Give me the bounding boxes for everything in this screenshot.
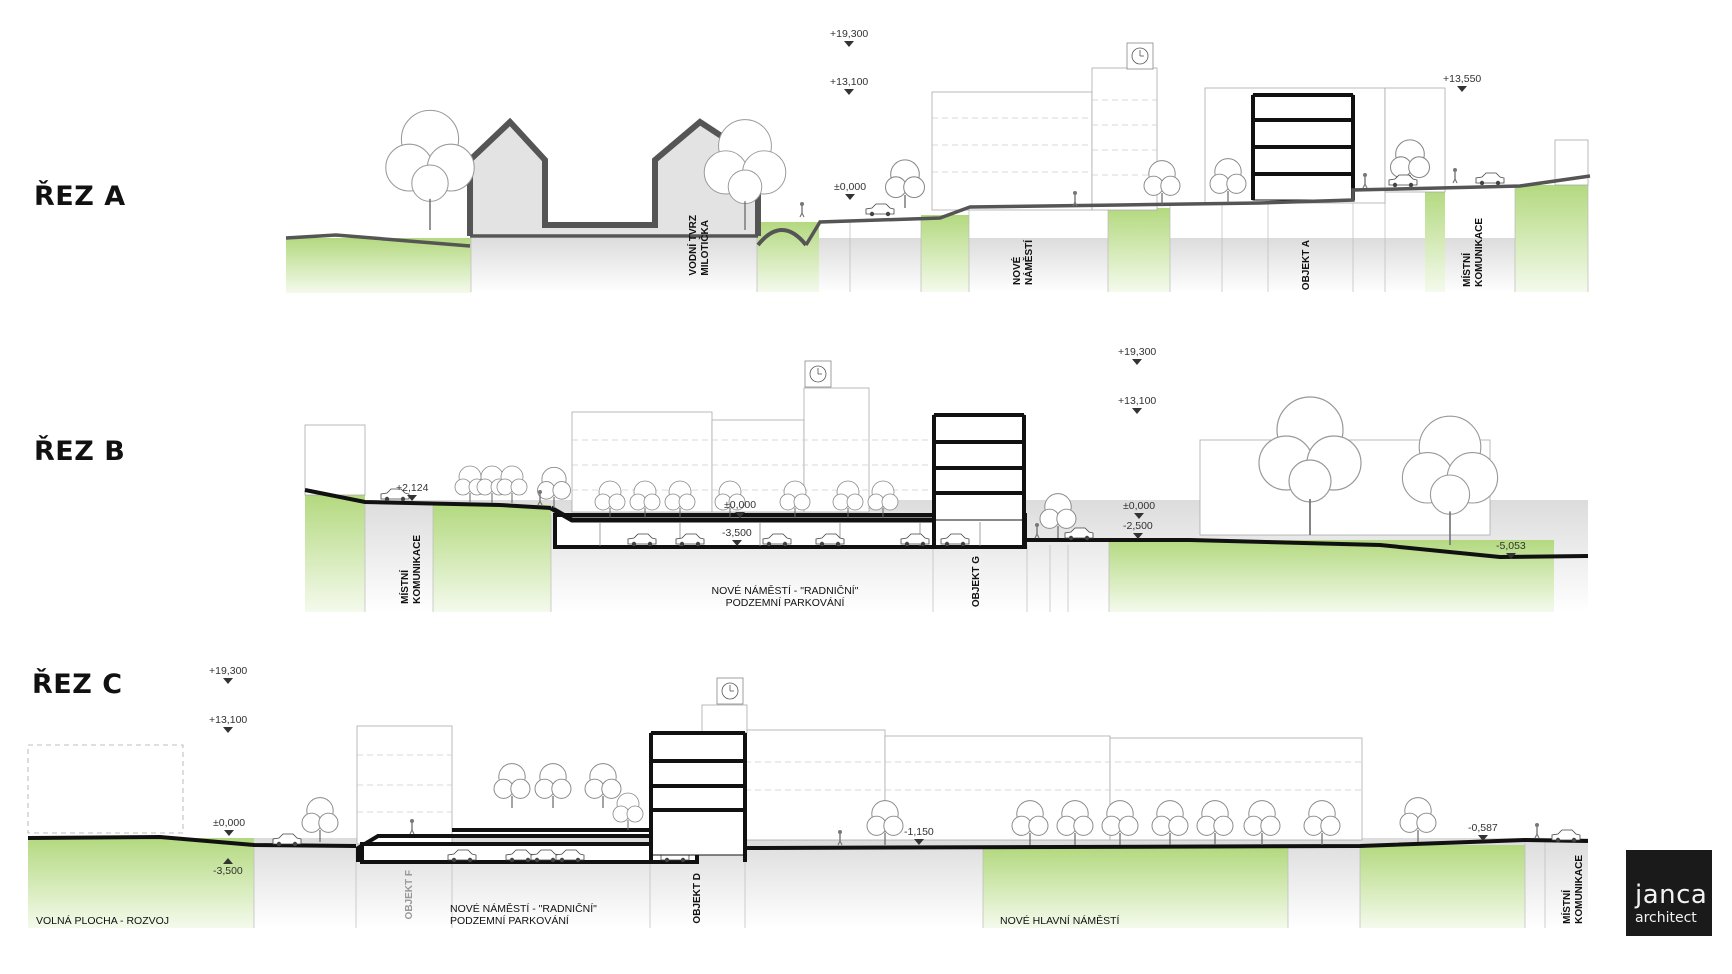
logo-line-1: janca: [1635, 880, 1708, 910]
elevation-marker: +19,300: [830, 28, 868, 47]
elevation-marker: +2,124: [396, 482, 428, 501]
elevation-marker: ±0,000: [834, 181, 866, 200]
logo-line-2: architect: [1635, 910, 1697, 926]
section-a-title: ŘEZ A: [34, 181, 126, 212]
label-mistni-komunikace: MÍSTNÍ KOMUNIKACE: [1462, 218, 1485, 287]
elevation-marker: +13,100: [209, 714, 247, 733]
elevation-marker: +13,100: [1118, 395, 1156, 414]
label-objekt-g: OBJEKT G: [971, 556, 982, 608]
section-b-title: ŘEZ B: [34, 436, 126, 467]
label-volna-plocha: VOLNÁ PLOCHA - ROZVOJ: [36, 915, 170, 927]
elevation-marker: -1,150: [904, 826, 934, 845]
label-mistni-komunikace: MÍSTNÍ KOMUNIKACE: [1562, 855, 1585, 924]
section-b-drawing: [304, 360, 1589, 612]
label-objekt-a: OBJEKT A: [1301, 240, 1312, 291]
elevation-marker: ±0,000: [724, 499, 756, 518]
elevation-marker: -2,500: [1123, 520, 1153, 539]
elevation-marker: +13,550: [1443, 73, 1481, 92]
janca-architect-logo: janca architect: [1626, 850, 1712, 936]
elevation-marker: +19,300: [209, 665, 247, 684]
label-podzemni-parkovani: NOVÉ NÁMĚSTÍ - "RADNIČNÍ" PODZEMNÍ PARKO…: [450, 903, 597, 927]
label-vodni-tvrz: VODNÍ TVRZ MILOTIČKA: [688, 215, 711, 276]
section-c-drawing: [27, 677, 1589, 928]
elevation-marker: -3,500: [722, 527, 752, 546]
section-c-title: ŘEZ C: [32, 669, 123, 700]
section-a-drawing: [285, 42, 1591, 293]
elevation-marker: -5,053: [1496, 540, 1526, 559]
elevation-marker: ±0,000: [213, 817, 245, 836]
elevation-marker: +13,100: [830, 76, 868, 95]
elevation-marker: -0,587: [1468, 822, 1498, 841]
label-podzemni-parkovani: NOVÉ NÁMĚSTÍ - "RADNIČNÍ" PODZEMNÍ PARKO…: [711, 585, 859, 609]
label-objekt-d: OBJEKT D: [692, 873, 703, 924]
label-objekt-f: OBJEKT F: [404, 870, 415, 920]
elevation-marker: +19,300: [1118, 346, 1156, 365]
label-mistni-komunikace: MÍSTNÍ KOMUNIKACE: [400, 535, 423, 604]
label-nove-namesti: NOVÉ NÁMĚSTÍ: [1012, 240, 1035, 285]
label-nove-hlavni-namesti: NOVÉ HLAVNÍ NÁMĚSTÍ: [1000, 915, 1120, 927]
elevation-marker: -3,500: [213, 858, 243, 877]
elevation-marker: ±0,000: [1123, 500, 1155, 519]
